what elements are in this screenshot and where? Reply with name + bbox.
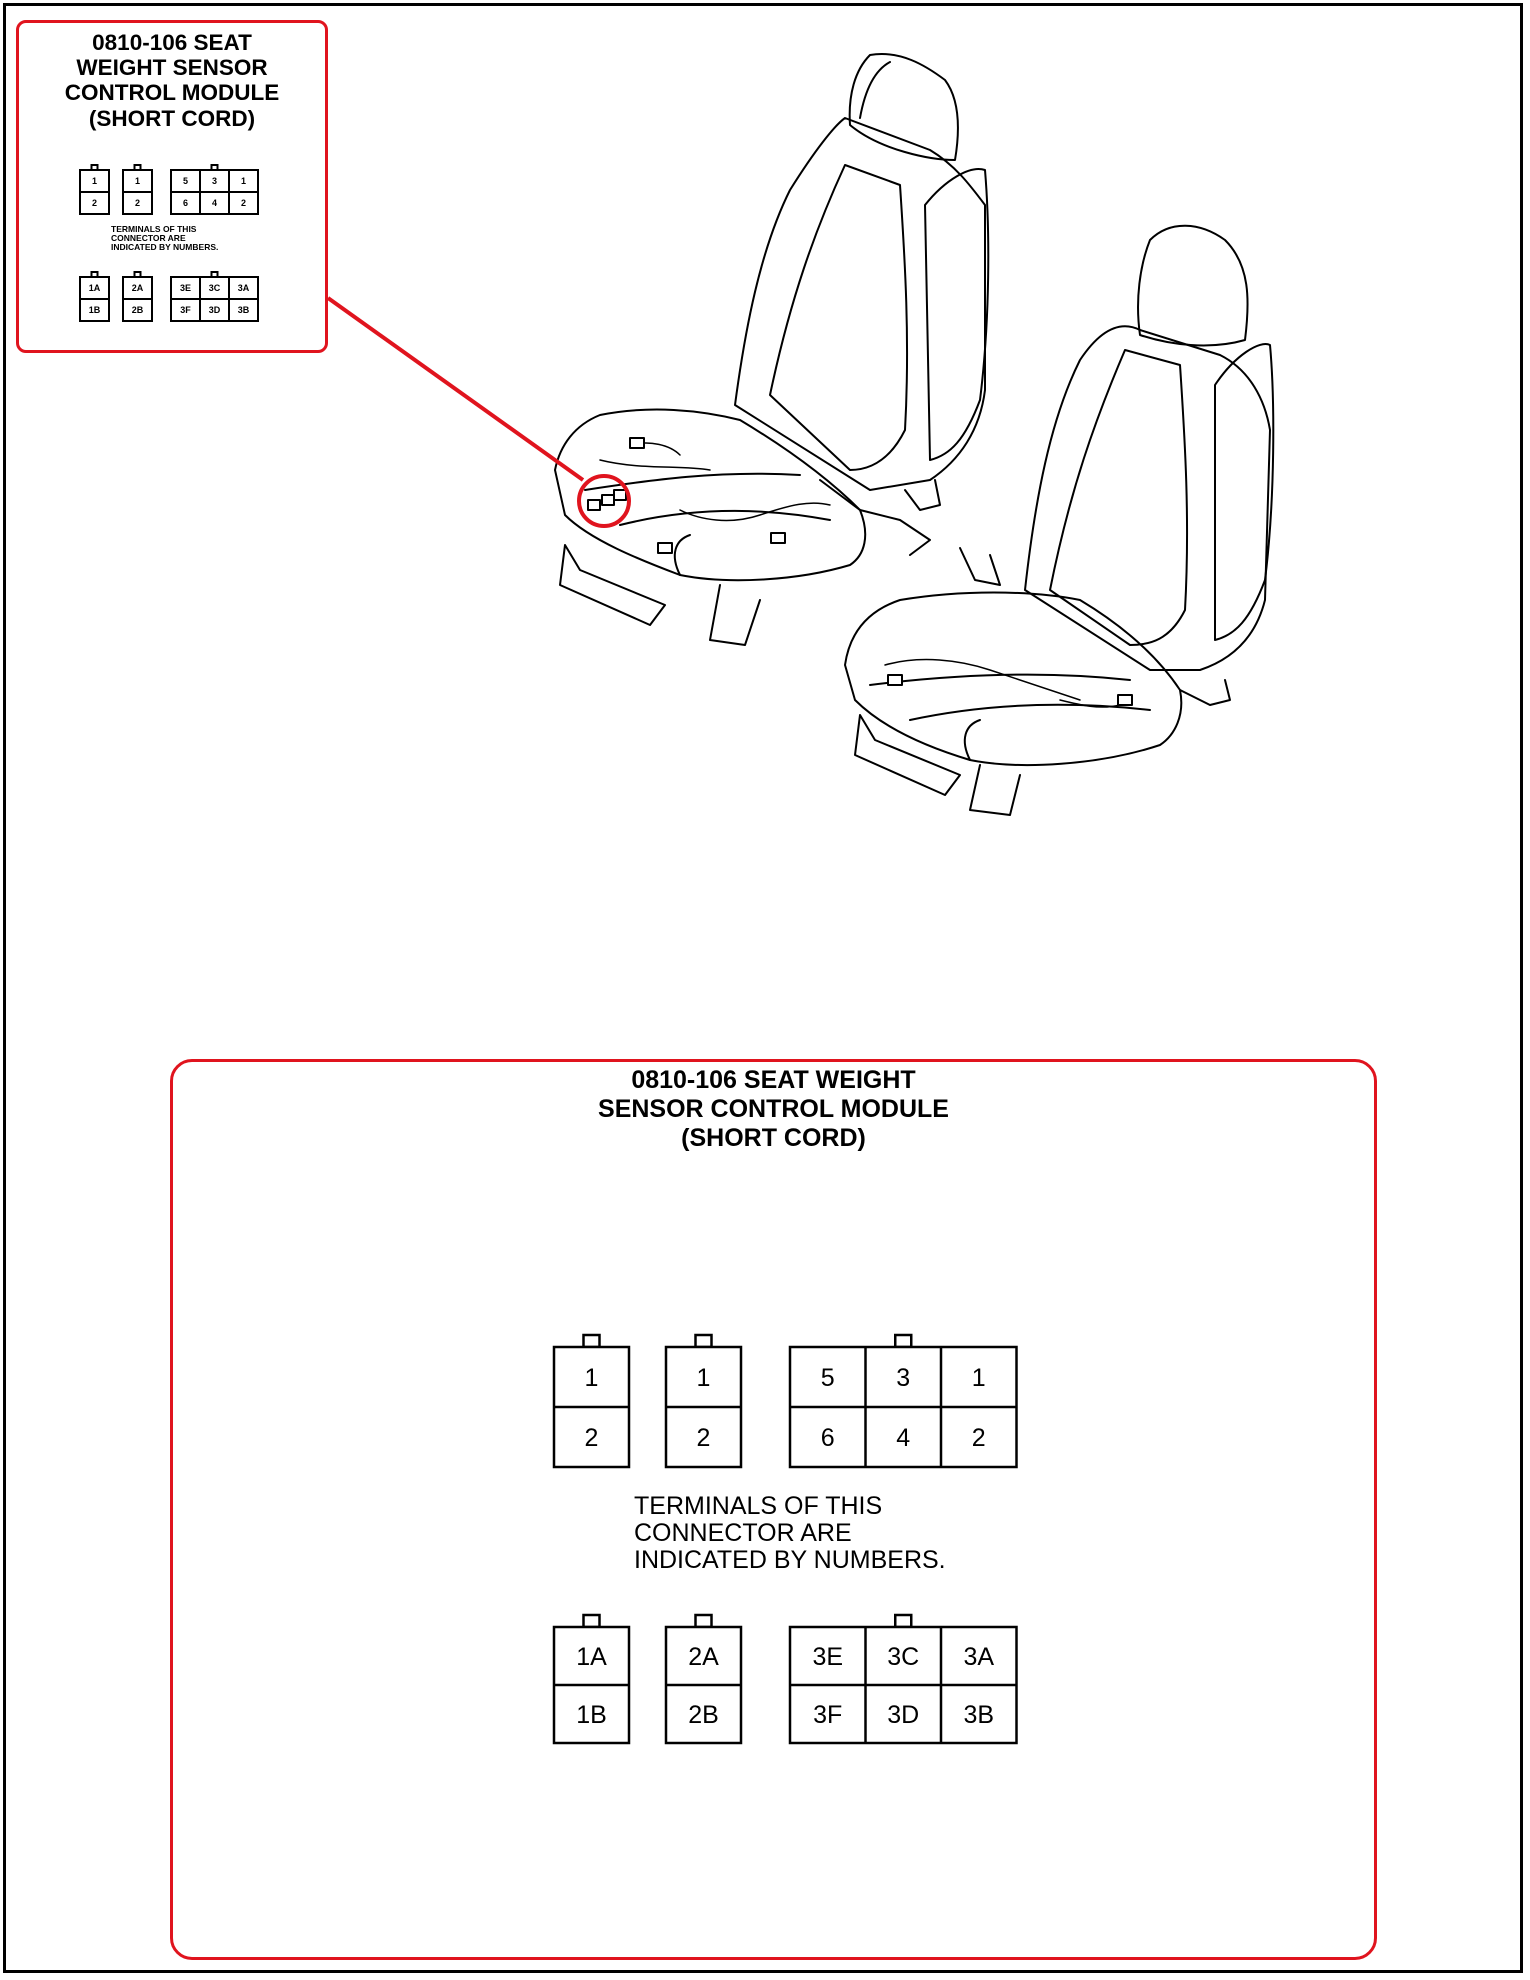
connector-lock-tab xyxy=(694,1613,713,1629)
panel-title-line-2: SENSOR CONTROL MODULE xyxy=(598,1095,949,1123)
terminal-label: 2 xyxy=(241,198,246,208)
page-border xyxy=(3,3,1523,1973)
panel-title-line-1: 0810-106 SEAT WEIGHT xyxy=(631,1066,916,1094)
connector-lock-tab xyxy=(894,1613,913,1629)
panel-title-line-3: (SHORT CORD) xyxy=(681,1124,866,1152)
seat1-bolster xyxy=(924,168,990,461)
inset-title-line-4: (SHORT CORD) xyxy=(88,105,256,131)
inset-title-line-2: WEIGHT SENSOR xyxy=(76,55,268,81)
inset-note: TERMINALS OF THIS CONNECTOR ARE INDICATE… xyxy=(111,225,218,252)
terminal-label: 2 xyxy=(135,198,140,208)
inset-title: 0810-106 SEAT WEIGHT SENSOR CONTROL MODU… xyxy=(16,30,328,131)
leader-line xyxy=(326,296,585,482)
terminal-label: 2 xyxy=(92,198,97,208)
inset-letter-connector-3: 3E 3C 3A 3F 3D 3B xyxy=(170,271,259,322)
terminal-label: 3F xyxy=(180,305,191,315)
inset-note-line-1: TERMINALS OF THIS xyxy=(111,224,197,234)
letter-connector-1: 1A 1B xyxy=(552,1613,631,1745)
terminal-label: 2A xyxy=(132,283,144,293)
terminal-label: 3C xyxy=(887,1643,919,1671)
terminal-label: 3E xyxy=(180,283,191,293)
terminal-label: 1 xyxy=(585,1364,599,1392)
terminal-label: 6 xyxy=(183,198,188,208)
connector-lock-tab xyxy=(582,1333,601,1349)
seat1-rail xyxy=(559,544,666,626)
terminal-label: 3 xyxy=(212,176,217,186)
inset-letter-connector-1: 1A 1B xyxy=(79,271,110,322)
inset-letter-connector-2: 2A 2B xyxy=(122,271,153,322)
number-connector-1: 12 xyxy=(552,1333,631,1469)
terminal-label: 1A xyxy=(89,283,101,293)
terminal-label: 1B xyxy=(576,1701,607,1729)
inset-number-connector-2: 12 xyxy=(122,164,153,215)
seat2-bolster xyxy=(1214,343,1275,641)
inset-number-connector-1: 12 xyxy=(79,164,110,215)
inset-number-connector-3: 5 3 1 6 4 2 xyxy=(170,164,259,215)
terminal-label: 2A xyxy=(688,1643,719,1671)
terminal-note-line-2: CONNECTOR ARE xyxy=(634,1518,852,1547)
letter-connector-2: 2A 2B xyxy=(664,1613,743,1745)
seat1-backrest-panel xyxy=(769,164,909,471)
terminal-label: 5 xyxy=(183,176,188,186)
number-connector-3: 5 3 1 6 4 2 xyxy=(788,1333,1018,1469)
terminal-label: 3B xyxy=(963,1701,994,1729)
seat2-headrest xyxy=(1137,224,1249,347)
terminal-label: 2B xyxy=(132,305,144,315)
seat1-backrest xyxy=(734,117,986,491)
terminal-label: 1 xyxy=(135,176,140,186)
terminal-label: 4 xyxy=(212,198,217,208)
connector-lock-tab xyxy=(894,1333,913,1349)
terminal-label: 3B xyxy=(238,305,250,315)
terminal-label: 3D xyxy=(209,305,221,315)
letter-connector-3: 3E 3C 3A 3F 3D 3B xyxy=(788,1613,1018,1745)
terminal-label: 2 xyxy=(972,1424,986,1452)
terminal-label: 3A xyxy=(238,283,250,293)
terminal-label: 3E xyxy=(812,1643,843,1671)
terminal-note-line-3: INDICATED BY NUMBERS. xyxy=(634,1545,946,1574)
terminal-label: 3F xyxy=(813,1701,842,1729)
terminal-label: 1 xyxy=(972,1364,986,1392)
terminal-label: 3A xyxy=(963,1643,994,1671)
inset-title-line-1: 0810-106 SEAT xyxy=(92,30,252,55)
seat2-backrest-panel xyxy=(1049,349,1189,646)
terminal-label: 1 xyxy=(241,176,246,186)
inset-note-line-2: CONNECTOR ARE xyxy=(111,232,186,243)
terminal-label: 1A xyxy=(576,1643,607,1671)
terminal-label: 3C xyxy=(209,283,221,293)
number-connector-2: 12 xyxy=(664,1333,743,1469)
connector-lock-tab xyxy=(694,1333,713,1349)
inset-note-line-3: INDICATED BY NUMBERS. xyxy=(111,241,219,252)
terminal-note-line-1: TERMINALS OF THIS xyxy=(634,1492,883,1520)
connector-highlight-circle xyxy=(577,474,631,528)
connector-detail-panel xyxy=(170,1059,1377,1960)
panel-title: 0810-106 SEAT WEIGHT SENSOR CONTROL MODU… xyxy=(170,1066,1377,1153)
terminal-label: 4 xyxy=(896,1424,910,1452)
terminal-label: 5 xyxy=(821,1364,835,1392)
terminal-label: 1 xyxy=(92,176,97,186)
seat2-rail xyxy=(854,714,961,796)
connector-lock-tab xyxy=(582,1613,601,1629)
terminal-label: 3D xyxy=(887,1701,919,1729)
terminal-label: 2 xyxy=(585,1424,599,1452)
terminal-label: 3 xyxy=(896,1364,910,1392)
seat1-headrest xyxy=(848,53,959,161)
terminal-label: 1B xyxy=(89,305,101,315)
terminal-label: 6 xyxy=(821,1424,835,1452)
terminal-label: 2 xyxy=(697,1424,711,1452)
terminal-label: 1 xyxy=(697,1364,711,1392)
inset-title-line-3: CONTROL MODULE xyxy=(64,80,280,106)
inset-callout-box xyxy=(16,20,328,353)
terminal-note: TERMINALS OF THIS CONNECTOR ARE INDICATE… xyxy=(634,1493,946,1573)
terminal-label: 2B xyxy=(688,1701,719,1729)
